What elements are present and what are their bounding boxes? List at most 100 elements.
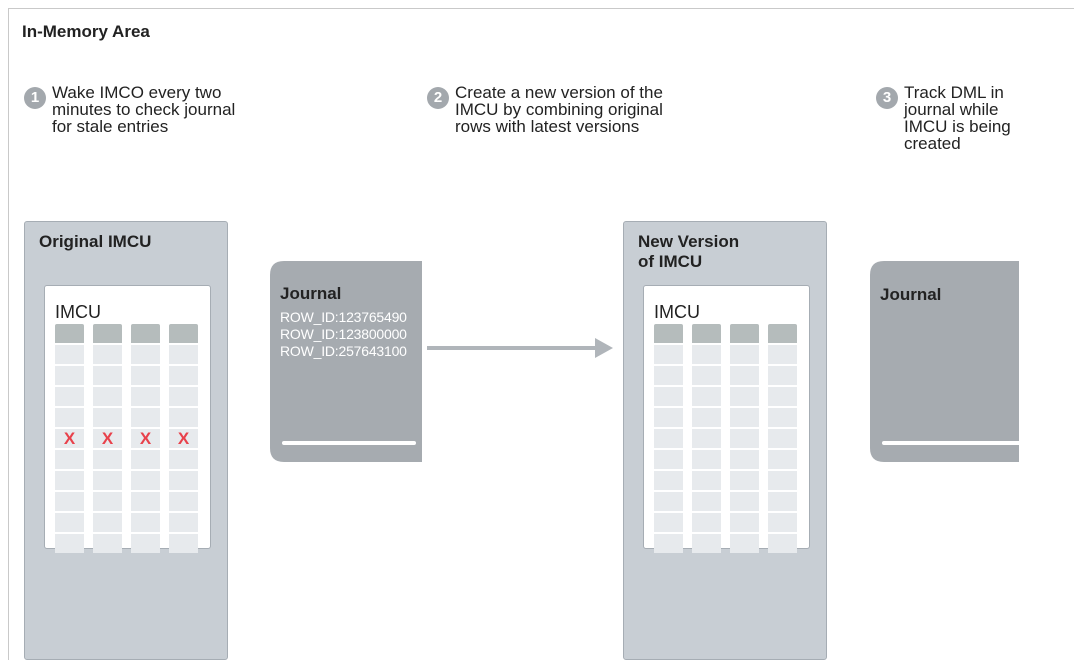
imcu-cell — [768, 492, 797, 511]
imcu-cell: X — [93, 429, 122, 448]
imcu-cell — [768, 408, 797, 427]
step-3-text: Track DML in journal while IMCU is being… — [904, 83, 1011, 153]
step-3: 3 Track DML in journal while IMCU is bei… — [876, 84, 1011, 152]
imcu-column — [692, 324, 721, 553]
imcu-cell — [131, 450, 160, 469]
imcu-cell — [55, 513, 84, 532]
imcu-cell — [654, 387, 683, 406]
imcu-cell — [654, 450, 683, 469]
original-imcu-title: Original IMCU — [39, 232, 152, 251]
original-imcu-label: IMCU — [55, 302, 101, 322]
imcu-column-header — [169, 324, 198, 343]
imcu-cell — [131, 387, 160, 406]
imcu-cell — [169, 534, 198, 553]
journal-row: ROW_ID:257643100 — [280, 343, 407, 359]
step-number-2-icon: 2 — [427, 87, 449, 109]
imcu-cell — [131, 366, 160, 385]
imcu-cell — [654, 471, 683, 490]
imcu-cell — [55, 471, 84, 490]
imcu-column: X — [55, 324, 84, 553]
journal-1-title: Journal — [280, 284, 342, 303]
imcu-column-header — [768, 324, 797, 343]
imcu-cell — [131, 471, 160, 490]
new-imcu-title: New Version of IMCU — [638, 232, 740, 271]
imcu-cell — [730, 534, 759, 553]
imcu-cell — [692, 387, 721, 406]
imcu-column-header — [131, 324, 160, 343]
imcu-cell — [131, 513, 160, 532]
imcu-cell — [131, 492, 160, 511]
imcu-cell — [768, 429, 797, 448]
imcu-cell — [169, 513, 198, 532]
imcu-column — [654, 324, 683, 553]
imcu-column — [768, 324, 797, 553]
new-imcu-label: IMCU — [654, 302, 700, 322]
imcu-cell — [692, 534, 721, 553]
journal-1: Journal ROW_ID:123765490 ROW_ID:12380000… — [270, 261, 422, 462]
journal-2-book-icon — [870, 261, 1021, 462]
new-imcu-panel: New Version of IMCU IMCU — [623, 221, 827, 660]
imcu-cell — [692, 408, 721, 427]
new-imcu-grid — [654, 324, 797, 553]
imcu-cell — [131, 534, 160, 553]
imcu-cell — [93, 366, 122, 385]
imcu-cell: X — [169, 429, 198, 448]
imcu-cell — [55, 450, 84, 469]
journal-1-book-icon — [270, 261, 422, 462]
imcu-cell — [692, 450, 721, 469]
imcu-cell — [654, 408, 683, 427]
step-2: 2 Create a new version of the IMCU by co… — [427, 84, 663, 135]
stale-row-marker: X — [101, 429, 114, 448]
imcu-column-header — [93, 324, 122, 343]
imcu-cell — [169, 345, 198, 364]
step-number-3-icon: 3 — [876, 87, 898, 109]
imcu-cell — [692, 492, 721, 511]
stale-row-marker: X — [139, 429, 152, 448]
imcu-column-header — [730, 324, 759, 343]
imcu-cell — [730, 366, 759, 385]
area-title: In-Memory Area — [22, 22, 150, 41]
journal-2-title: Journal — [880, 285, 942, 304]
imcu-cell — [169, 450, 198, 469]
imcu-cell — [55, 492, 84, 511]
imcu-column: X — [93, 324, 122, 553]
imcu-cell — [768, 534, 797, 553]
imcu-column-header — [55, 324, 84, 343]
step-1: 1 Wake IMCO every two minutes to check j… — [24, 84, 235, 135]
imcu-cell: X — [55, 429, 84, 448]
imcu-cell — [55, 408, 84, 427]
step-number-1-icon: 1 — [24, 87, 46, 109]
journal-2: Journal — [870, 261, 1021, 462]
imcu-column: X — [169, 324, 198, 553]
imcu-column — [730, 324, 759, 553]
imcu-cell — [768, 471, 797, 490]
imcu-cell — [93, 492, 122, 511]
imcu-cell — [692, 345, 721, 364]
imcu-cell — [169, 366, 198, 385]
imcu-cell — [692, 471, 721, 490]
imcu-cell — [768, 366, 797, 385]
imcu-cell — [93, 513, 122, 532]
imcu-cell — [730, 471, 759, 490]
imcu-cell — [692, 429, 721, 448]
imcu-cell — [131, 345, 160, 364]
imcu-cell — [93, 408, 122, 427]
arrow-right-icon — [427, 338, 613, 358]
imcu-cell — [654, 345, 683, 364]
imcu-cell — [93, 471, 122, 490]
imcu-cell — [169, 471, 198, 490]
imcu-cell — [692, 513, 721, 532]
imcu-column-header — [654, 324, 683, 343]
imcu-cell — [654, 492, 683, 511]
imcu-cell — [768, 513, 797, 532]
imcu-column-header — [692, 324, 721, 343]
journal-1-rows: ROW_ID:123765490 ROW_ID:123800000 ROW_ID… — [280, 309, 407, 360]
imcu-cell — [131, 408, 160, 427]
imcu-cell — [730, 387, 759, 406]
imcu-cell — [93, 345, 122, 364]
stale-row-marker: X — [63, 429, 76, 448]
imcu-cell — [730, 492, 759, 511]
imcu-cell — [55, 366, 84, 385]
